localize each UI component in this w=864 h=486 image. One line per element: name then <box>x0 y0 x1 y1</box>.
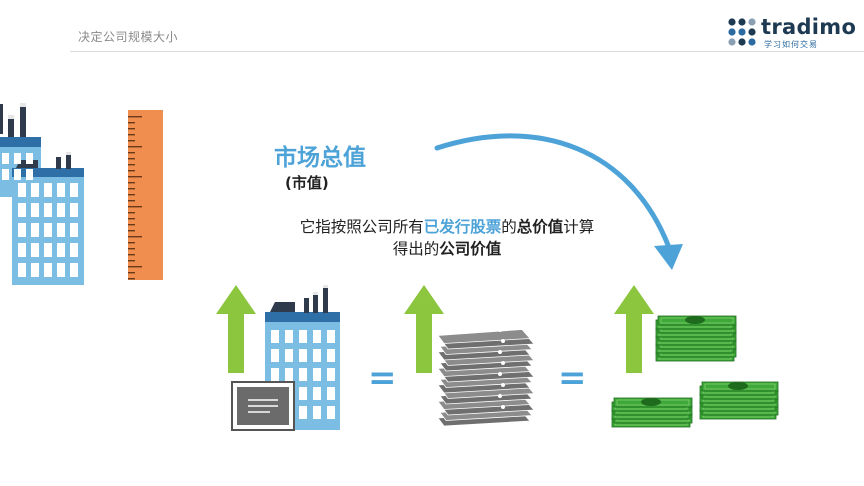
logo-dots-icon <box>728 18 756 46</box>
up-arrow-icon-1 <box>216 285 256 373</box>
logo-tagline: 学习如何交易 <box>764 40 818 49</box>
heading-market-cap: 市场总值 <box>274 145 366 171</box>
desc-part: 计算 <box>563 218 595 236</box>
money-stack-icon <box>611 315 779 428</box>
tradimo-logo: tradimo 学习如何交易 <box>727 15 856 51</box>
equals-sign-1: = <box>368 358 397 398</box>
factory-icon-2 <box>265 285 340 430</box>
description: 它指按照公司所有已发行股票的总价值计算 得出的公司价值 <box>262 216 632 260</box>
desc-highlight-issued-shares: 已发行股票 <box>423 218 502 236</box>
desc-bold-total-value: 总价值 <box>516 218 564 236</box>
desc-part: 得出的 <box>392 240 440 258</box>
desc-bold-company-value: 公司价值 <box>439 240 502 258</box>
up-arrow-icon-2 <box>404 285 444 373</box>
up-arrow-icon-3 <box>614 285 654 373</box>
desc-part: 的 <box>501 218 517 236</box>
certificate-icon <box>231 381 295 431</box>
factory-icon <box>0 103 84 285</box>
subheading-market-value: (市值) <box>285 174 329 192</box>
desc-part: 它指按照公司所有 <box>299 218 424 236</box>
equals-sign-2: = <box>558 358 587 398</box>
curved-arrow-icon <box>434 133 683 270</box>
header-divider <box>70 51 864 52</box>
ruler-icon <box>128 110 163 280</box>
logo-name: tradimo <box>761 15 857 39</box>
section-title: 决定公司规模大小 <box>78 30 179 44</box>
stock-papers-icon <box>437 328 535 427</box>
